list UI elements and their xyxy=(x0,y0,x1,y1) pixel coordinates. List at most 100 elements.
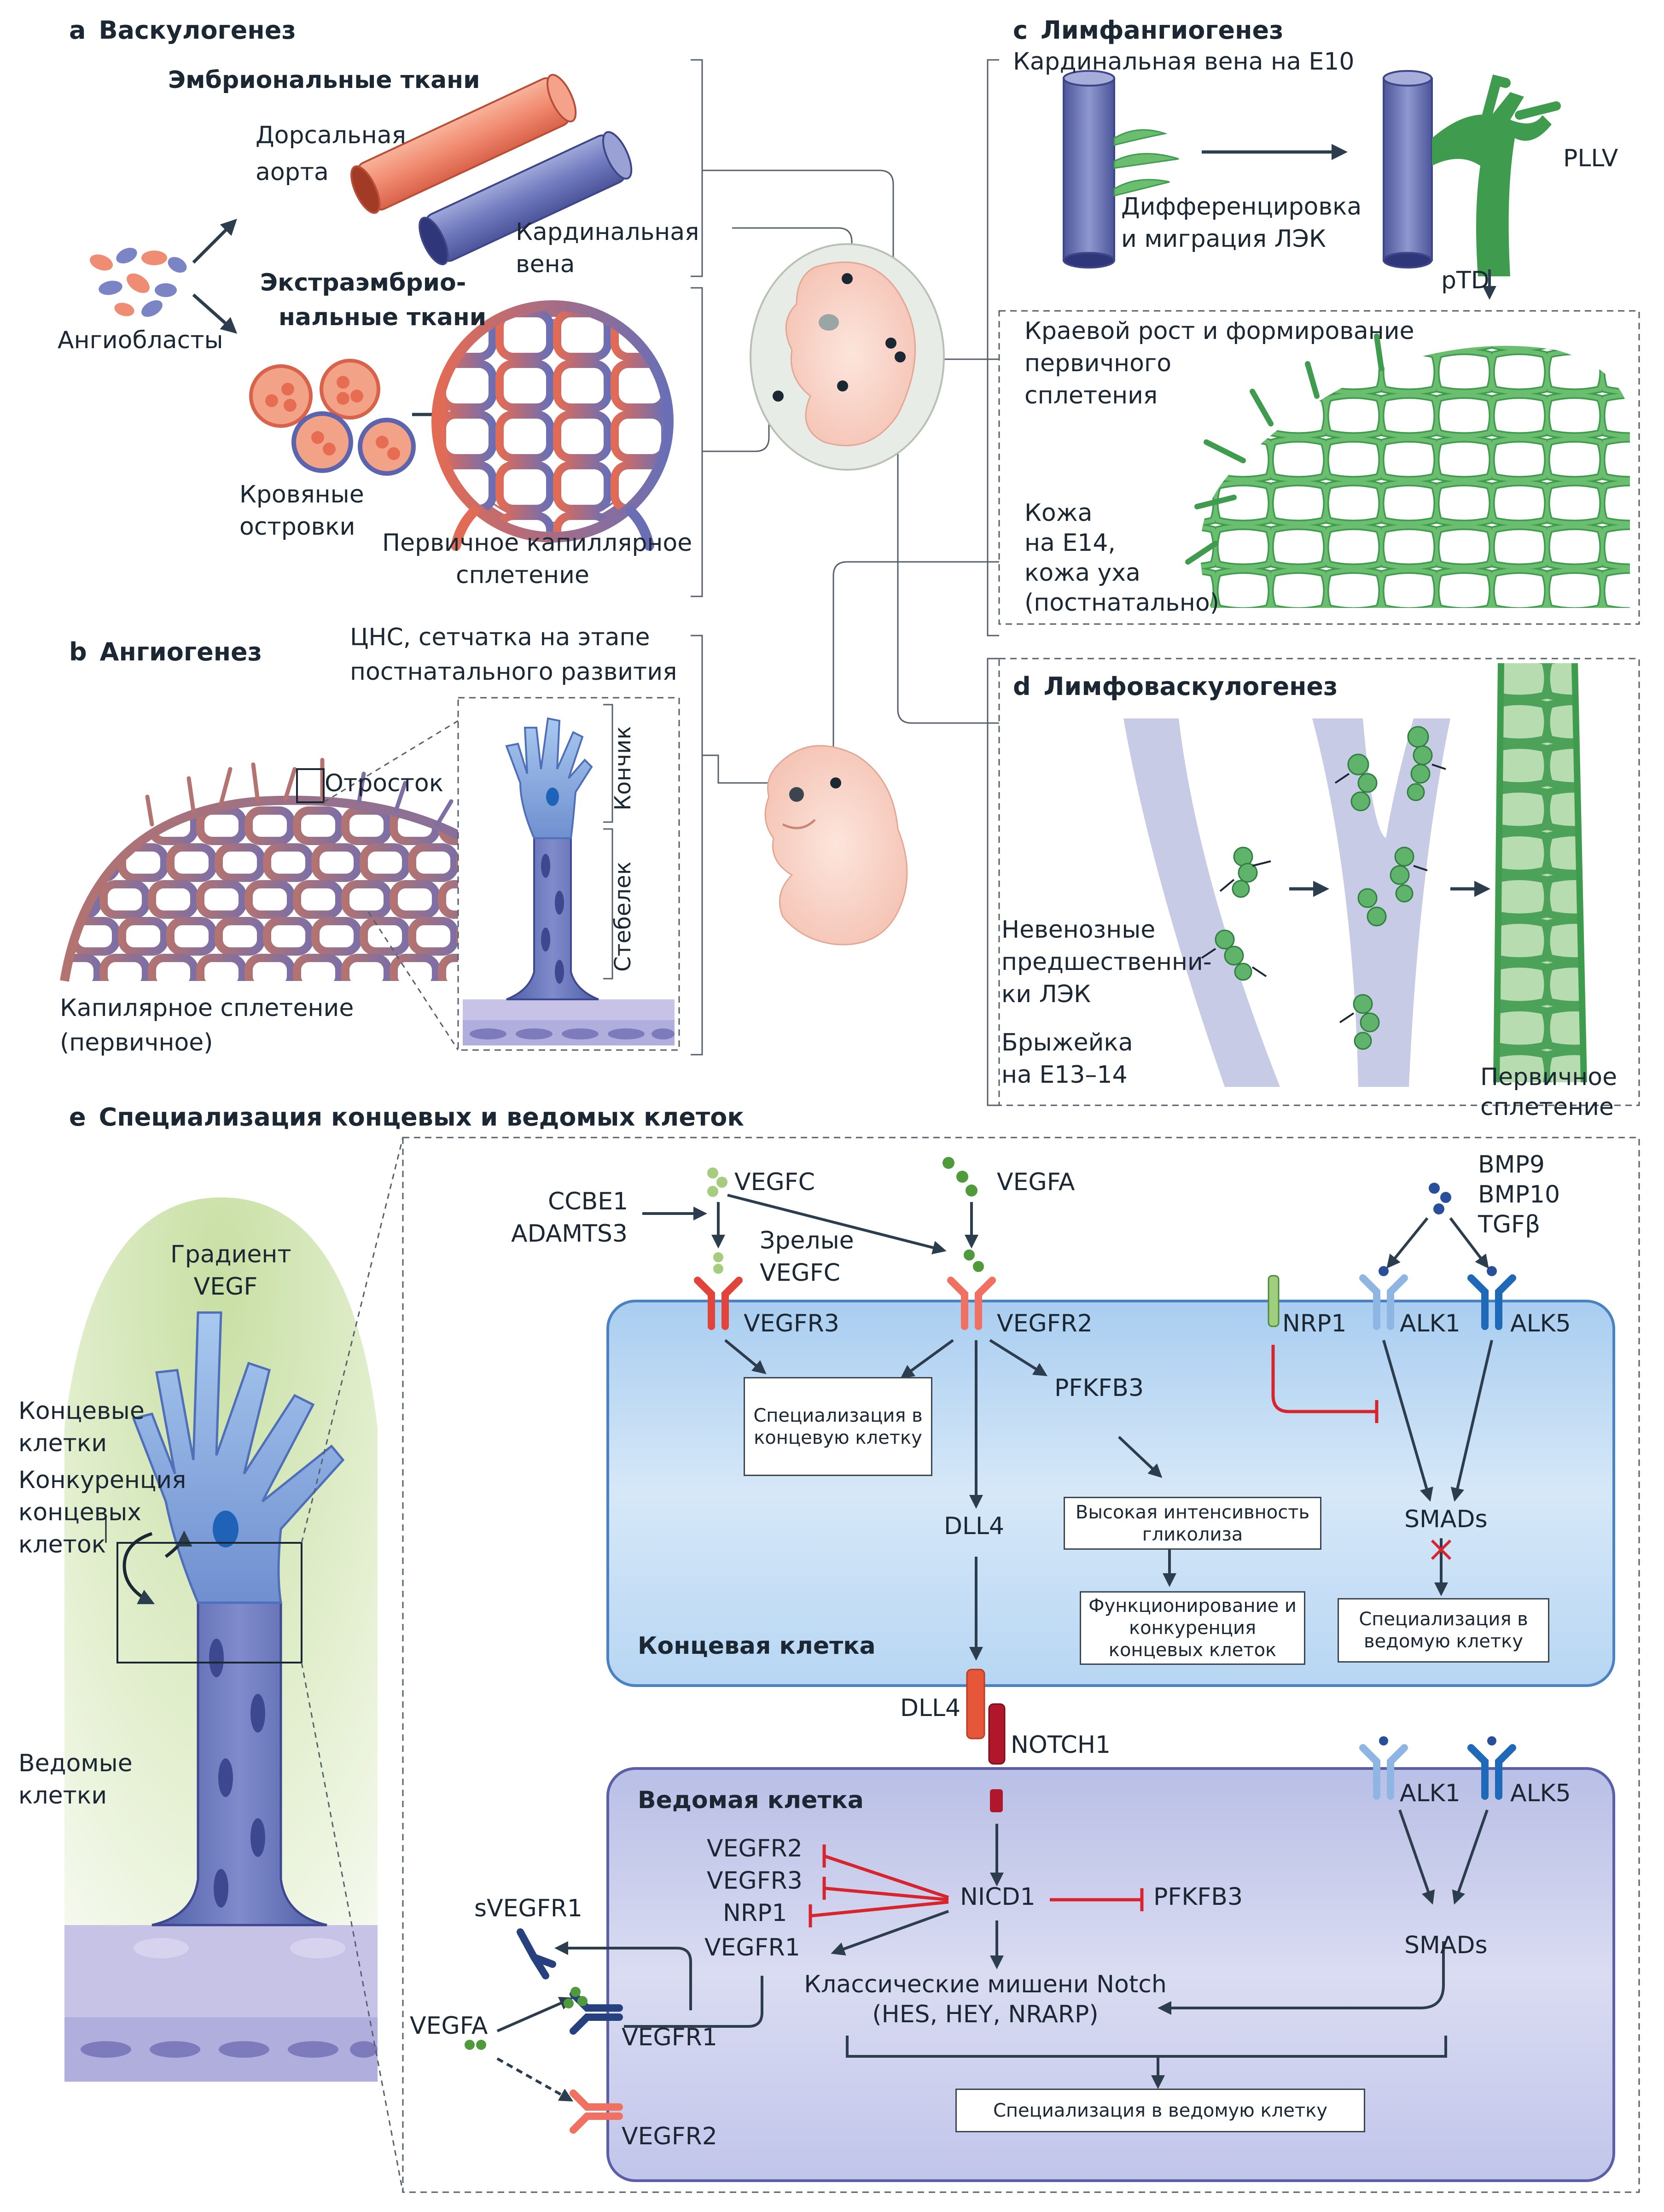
label-alk1-stalk: ALK1 xyxy=(1400,1780,1460,1807)
label-blood-islands-2: островки xyxy=(239,513,355,541)
label-stalk-cells-2: клетки xyxy=(18,1782,107,1809)
label-smads-tip: SMADs xyxy=(1404,1506,1488,1533)
label-mature-vegfc-1: Зрелые xyxy=(760,1227,854,1255)
label-pllv: PLLV xyxy=(1563,145,1618,172)
label-vegfr1-stalk: VEGFR1 xyxy=(622,2024,717,2051)
label-skin-1: Кожа xyxy=(1024,499,1093,527)
receptor-alk1-stalk xyxy=(1359,1736,1408,1800)
label-bmp10: BMP10 xyxy=(1478,1181,1560,1208)
label-tip: Кончик xyxy=(610,726,636,811)
nicd1-fragment xyxy=(990,1789,1003,1812)
receptor-vegfr2-stalk xyxy=(570,2089,623,2134)
label-tgfb: TGFβ xyxy=(1478,1211,1541,1238)
label-edge-growth-3: сплетения xyxy=(1024,382,1158,409)
label-cns-retina-2: постнатального развития xyxy=(350,658,677,686)
label-smads-stalk: SMADs xyxy=(1404,1932,1488,1959)
label-precursors-1: Невенозные xyxy=(1001,916,1156,944)
receptor-nrp1 xyxy=(1268,1275,1280,1327)
label-skin-4: (постнатально) xyxy=(1024,589,1219,617)
label-primary-plexus-d-2: сплетение xyxy=(1480,1093,1614,1121)
label-vegfa: VEGFA xyxy=(997,1168,1075,1196)
label-nrp1-inhibited: NRP1 xyxy=(723,1899,787,1927)
label-differentiation-2: и миграция ЛЭК xyxy=(1121,225,1326,253)
panel-letter: a xyxy=(69,16,86,45)
label-vegfr1-induced: VEGFR1 xyxy=(704,1934,800,1961)
label-primary-plexus-2: сплетение xyxy=(456,561,589,589)
receptor-alk5-tip xyxy=(1467,1274,1516,1330)
label-r3-inhibited: VEGFR3 xyxy=(707,1867,803,1895)
label-vegf-gradient-2: VEGF xyxy=(193,1273,258,1301)
label-svegfr1: sVEGFR1 xyxy=(474,1895,582,1922)
label-skin-2: на E14, xyxy=(1024,529,1116,557)
box-tip-specialization: Специализация в концевую клетку xyxy=(744,1377,932,1476)
receptor-vegfr1-stalk xyxy=(570,1990,623,2035)
stalk-cell-compartment xyxy=(606,1767,1615,2182)
label-competition-1: Конкуренция xyxy=(18,1466,186,1494)
box-glycolysis: Высокая интенсивность гликолиза xyxy=(1064,1497,1321,1550)
label-vegfr2-stalk: VEGFR2 xyxy=(622,2123,717,2150)
lymphatic-skin-network xyxy=(1185,333,1630,608)
label-skin-3: кожа уха xyxy=(1024,559,1140,587)
label-tip-cells-1: Концевые xyxy=(18,1397,145,1425)
mesentery-vessels xyxy=(1123,718,1450,1087)
primary-capillary-plexus xyxy=(431,300,674,551)
cardinal-vein-e10-right xyxy=(1383,70,1561,276)
label-cardinal-vein-e10: Кардинальная вена на E10 xyxy=(1013,48,1355,76)
label-primary-plexus-1: Первичное капиллярное xyxy=(382,529,692,557)
label-pfkfb3-inhibited: PFKFB3 xyxy=(1153,1883,1243,1911)
label-blood-islands-1: Кровяные xyxy=(239,481,364,508)
receptor-vegfr3 xyxy=(694,1277,743,1330)
label-primary-plexus-d-1: Первичное xyxy=(1480,1063,1617,1091)
label-dorsal-aorta-1: Дорсальная xyxy=(256,122,406,149)
label-bmp9: BMP9 xyxy=(1478,1151,1545,1179)
label-adamts3: ADAMTS3 xyxy=(511,1220,628,1248)
label-capillary-plexus-1: Капилярное сплетение xyxy=(60,994,354,1022)
label-alk5-stalk: ALK5 xyxy=(1510,1780,1571,1807)
label-sprout: Отросток xyxy=(325,770,444,797)
label-capillary-plexus-2: (первичное) xyxy=(60,1029,213,1056)
sprout-tip-stalk-detail xyxy=(463,717,675,1045)
label-angioblasts: Ангиобласты xyxy=(58,327,223,354)
label-ccbe1: CCBE1 xyxy=(548,1188,628,1215)
label-vegfc: VEGFC xyxy=(734,1168,815,1196)
sprout-highlight-box xyxy=(296,768,325,803)
label-ptd: pTD xyxy=(1441,267,1489,294)
label-dll4: DLL4 xyxy=(900,1694,961,1722)
receptor-alk1-tip xyxy=(1359,1274,1408,1330)
label-vegf-gradient-1: Градиент xyxy=(170,1241,291,1268)
label-competition-2: концевых xyxy=(18,1499,142,1526)
panel-title: Ангиогенез xyxy=(99,637,262,666)
receptor-alk5-stalk xyxy=(1467,1736,1516,1800)
connector-lines xyxy=(702,169,999,784)
label-mesentery-1: Брыжейка xyxy=(1001,1029,1133,1056)
label-pfkfb3: PFKFB3 xyxy=(1054,1374,1144,1402)
label-cardinal-vein-1: Кардинальная xyxy=(516,218,699,246)
label-cns-retina-1: ЦНС, сетчатка на этапе xyxy=(350,624,650,651)
label-mesentery-2: на E13–14 xyxy=(1001,1061,1128,1089)
label-vegfr3: VEGFR3 xyxy=(744,1310,839,1337)
label-cardinal-vein-2: вена xyxy=(516,251,575,278)
label-notch-targets-1: Классические мишени Notch xyxy=(804,1971,1167,1998)
label-notch1: NOTCH1 xyxy=(1011,1731,1111,1759)
dll4-ligand xyxy=(966,1669,985,1739)
primary-lymphatic-plexus-d xyxy=(1493,663,1587,1083)
embryo-in-yolk-sac xyxy=(750,243,945,471)
box-stalk-specialization: Специализация в ведомую клетку xyxy=(955,2089,1365,2132)
label-extraembryonic-1: Экстраэмбрио- xyxy=(260,269,466,297)
label-nicd1: NICD1 xyxy=(960,1883,1036,1911)
box-stalk-specialization-tip: Специализация в ведомую клетку xyxy=(1338,1598,1549,1663)
label-r2-inhibited: VEGFR2 xyxy=(707,1835,803,1862)
fetus xyxy=(764,745,908,945)
angioblast-cluster xyxy=(89,248,187,317)
panel-title: Лимфангиогенез xyxy=(1041,16,1284,45)
label-edge-growth-1: Краевой рост и формирование xyxy=(1024,317,1414,345)
label-embryonic-tissues: Эмбриональные ткани xyxy=(168,66,480,94)
label-alk1: ALK1 xyxy=(1400,1310,1460,1337)
label-dll4-tip: DLL4 xyxy=(944,1512,1005,1540)
